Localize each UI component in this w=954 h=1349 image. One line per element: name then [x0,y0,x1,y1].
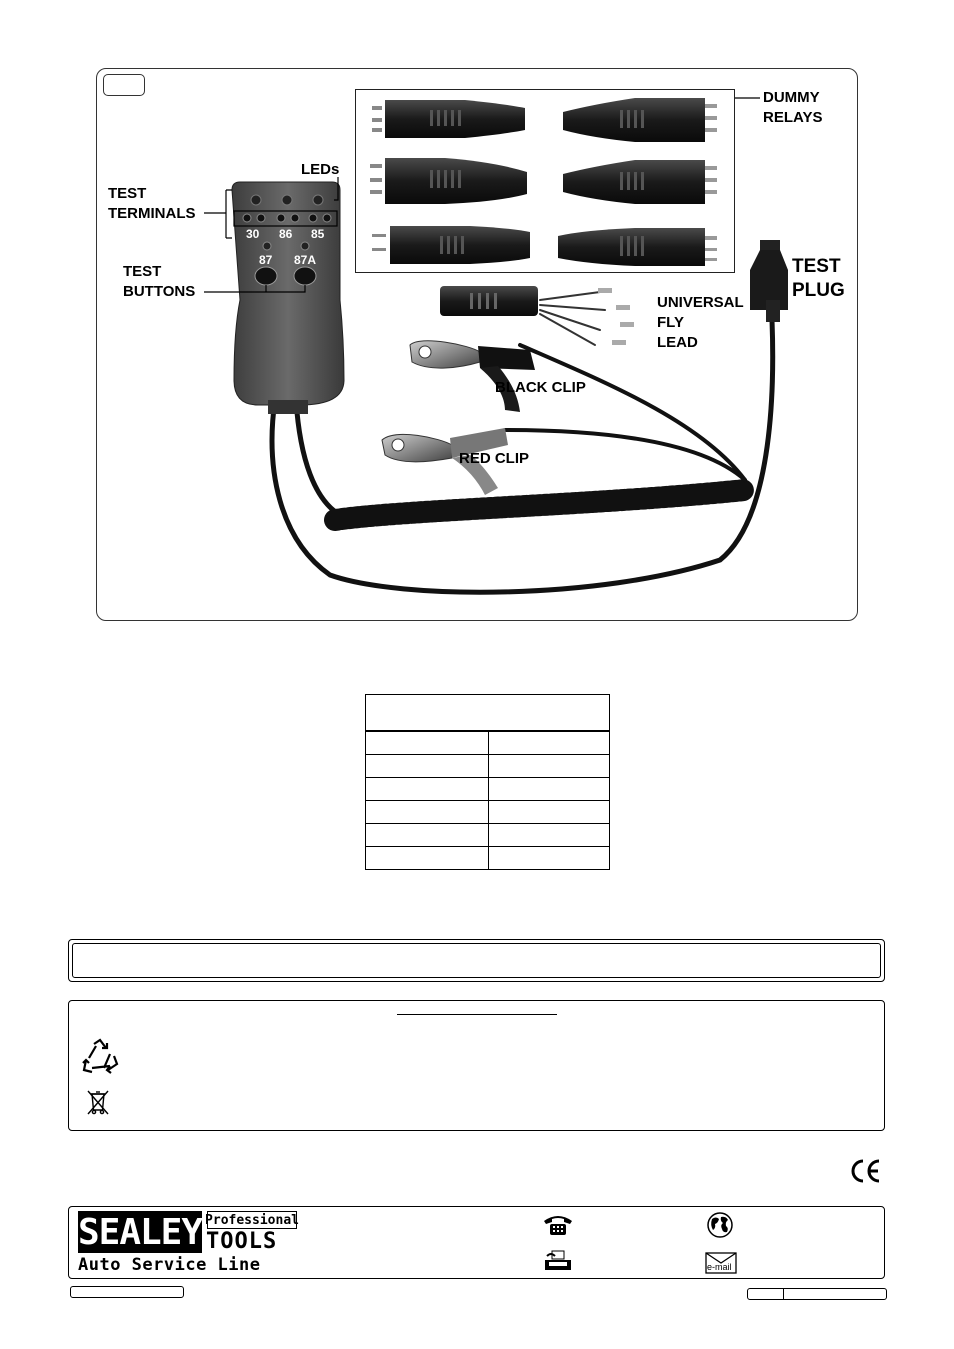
table-cell [365,800,489,824]
environment-protection-box [68,1000,885,1131]
fax-icon [545,1250,571,1270]
reference-pill [70,1286,184,1298]
terminal-85-label: 85 [311,227,325,241]
table-cell [488,730,610,755]
tools-label: TOOLS [206,1229,278,1254]
terminal-30-label: 30 [246,227,260,241]
label-test-terminals: TEST TERMINALS [108,185,196,222]
specification-table [365,694,610,870]
label-leds: LEDs [301,161,340,178]
table-row [365,846,610,870]
table-cell [365,823,489,847]
figure-frame [96,68,858,621]
figure-number-tab [103,74,145,96]
label-dummy-relays: DUMMY RELAYS [763,89,823,126]
ce-mark-icon [851,1159,880,1183]
professional-label: Professional [205,1211,299,1229]
weee-crossed-bin-icon [87,1090,109,1115]
label-black-clip: BLACK CLIP [495,379,586,396]
email-label: e-mail [707,1262,732,1272]
auto-service-line: Auto Service Line [78,1255,261,1275]
telephone-icon [544,1216,572,1235]
envelope-icon [705,1252,737,1274]
environment-heading-rule [397,1014,557,1015]
dummy-relay [563,160,717,204]
table-cell [365,730,489,755]
black-clip [409,340,535,412]
dummy-relay [372,226,530,264]
table-row [365,777,610,801]
test-plug [750,240,788,322]
table-row [365,754,610,778]
product-illustration [204,97,788,595]
dummy-relay [558,228,717,266]
sealey-logo: SEALEY [77,1211,203,1253]
notice-bar-inner [72,943,881,978]
recycle-icon [82,1038,119,1074]
table-header-cell [365,694,610,732]
table-row [365,730,610,755]
terminal-86-label: 86 [279,227,293,241]
table-cell [488,777,610,801]
table-header-row [365,694,610,732]
footer-contact-box [68,1206,885,1279]
issue-number-pill [747,1288,887,1300]
leader-lines [204,97,760,293]
issue-pill-divider [783,1288,784,1300]
table-row [365,800,610,824]
button-87a-label: 87A [294,253,317,267]
red-clip [381,428,508,495]
dummy-relay [370,158,527,204]
label-test-buttons: TEST BUTTONS [123,263,196,300]
relay-tester-body [231,181,345,414]
table-cell [488,754,610,778]
label-test-plug: TEST PLUG [792,256,845,301]
dummy-relays-box [355,89,735,273]
notice-bar [68,939,885,982]
label-universal-fly-lead: UNIVERSAL FLY LEAD [657,294,744,351]
dummy-relay [372,100,525,138]
fly-lead-connector [440,286,634,345]
dummy-relay [563,98,717,142]
cables [269,291,776,595]
button-87-label: 87 [259,253,273,267]
table-cell [365,754,489,778]
globe-icon [707,1212,733,1238]
table-cell [365,777,489,801]
table-cell [488,800,610,824]
label-red-clip: RED CLIP [459,450,530,467]
table-cell [365,846,489,870]
table-row [365,823,610,847]
table-cell [488,823,610,847]
table-cell [488,846,610,870]
